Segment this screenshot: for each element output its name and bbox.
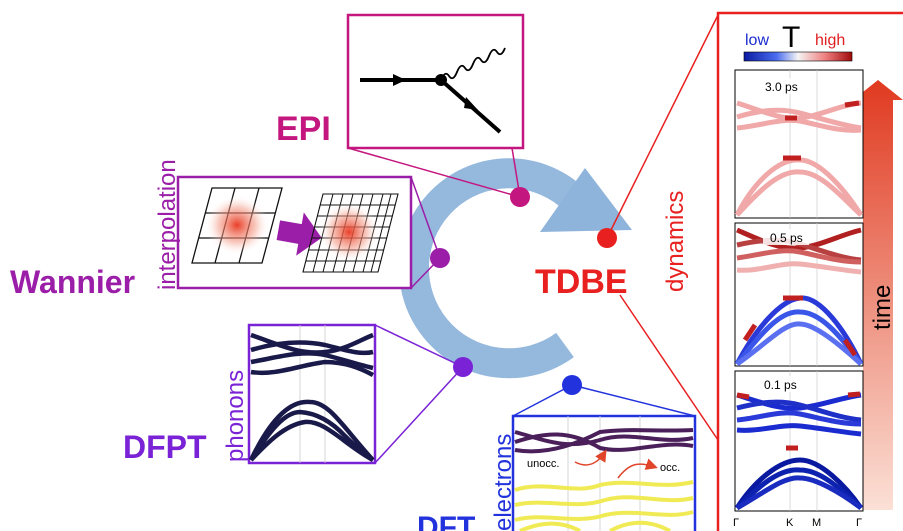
band-panel-05ps: 0.5 ps [734,222,864,367]
phonons-label: phonons [222,370,249,462]
dft-node [562,375,582,395]
occ-label: occ. [660,462,680,474]
panel-time-3ps: 3.0 ps [765,80,798,94]
colorbar-low-label: low [745,32,769,49]
wannier-panel: Wannier interpolation [10,159,450,300]
colorbar-high-label: high [815,32,845,49]
time-label: time [869,285,896,330]
interpolation-label: interpolation [154,159,181,290]
panel-time-01ps: 0.1 ps [764,378,797,392]
kpath-k: K [786,517,794,529]
dft-label: DFT [417,511,475,531]
dft-panel: unocc. occ. DFT electrons [417,375,697,531]
colorbar [743,51,853,62]
colorbar-symbol: T [782,21,800,54]
wannier-label: Wannier [10,264,135,300]
unocc-arrow [574,449,607,466]
kpath-gamma-end: Γ [856,517,862,529]
tdbe-section: TDBE dynamics [535,14,719,441]
wannier-node [430,248,450,268]
occupied-bands [514,480,694,531]
tdbe-panel: low T high time 3.0 ps [716,11,903,531]
occ-arrow [617,458,658,479]
phonon-bands [248,332,375,462]
band-panel-01ps: 0.1 ps [734,370,864,512]
dfpt-label: DFPT [123,429,207,465]
dynamics-label: dynamics [662,191,689,292]
electrons-label: electrons [490,434,517,531]
time-arrow [853,80,903,510]
epi-label: EPI [276,110,331,148]
epi-panel: EPI [276,13,530,207]
epi-node [510,187,530,207]
tdbe-label: TDBE [535,263,628,301]
dfpt-panel: DFPT phonons [123,323,473,465]
kpath-m: M [812,517,821,529]
panel-time-05ps: 0.5 ps [770,231,803,245]
cycle-arrow [398,158,632,379]
unoccupied-bands [514,428,694,454]
unocc-label: unocc. [527,458,559,470]
band-panel-3ps: 3.0 ps [734,69,864,219]
kpath-gamma-start: Γ [733,517,739,529]
dfpt-node [453,357,473,377]
